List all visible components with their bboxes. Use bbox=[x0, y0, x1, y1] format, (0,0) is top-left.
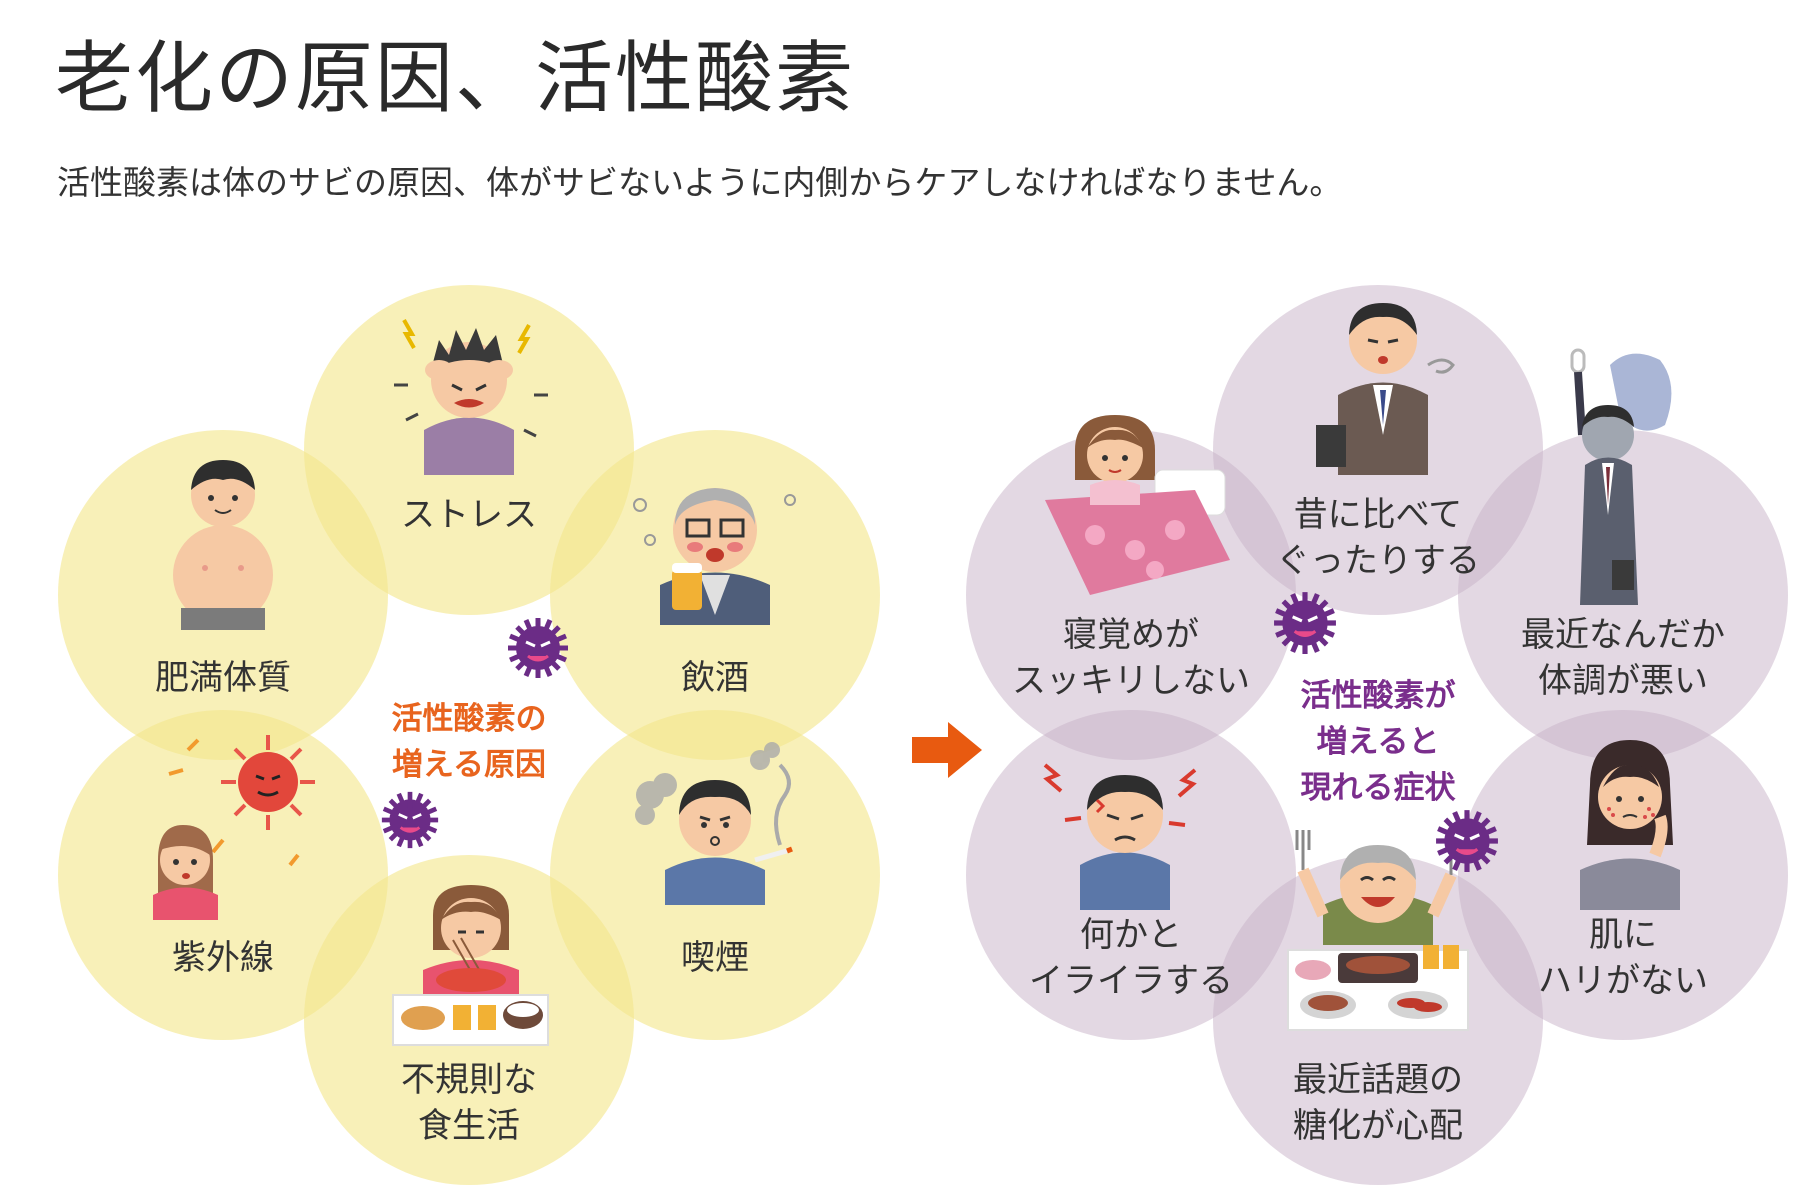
arrow-right-icon bbox=[912, 722, 982, 778]
irritated-man-icon bbox=[1043, 763, 1197, 910]
symptom-label-skin: 肌に ハリがない bbox=[1538, 915, 1708, 1001]
page-subtitle: 活性酸素は体のサビの原因、体がサビないように内側からケアしなければなりません。 bbox=[57, 163, 1343, 202]
causes-center-label: 活性酸素の 増える原因 bbox=[391, 701, 547, 783]
overweight-person-icon bbox=[173, 460, 273, 630]
tired-businessman-icon bbox=[1316, 303, 1455, 475]
virus-icon bbox=[381, 791, 439, 849]
drinking-man-icon bbox=[633, 488, 796, 625]
cause-label-diet: 不規則な 食生活 bbox=[401, 1060, 537, 1146]
symptoms-center-label: 活性酸素が 増えると 現れる症状 bbox=[1300, 678, 1456, 806]
cause-label-stress: ストレス bbox=[401, 495, 537, 535]
virus-icon bbox=[508, 618, 568, 678]
sun-uv-icon bbox=[153, 735, 315, 920]
cause-label-obesity: 肥満体質 bbox=[155, 658, 291, 698]
worried-woman-skin-icon bbox=[1580, 740, 1680, 910]
symptom-label-irritable: 何かと イライラする bbox=[1029, 915, 1233, 1001]
commuter-on-train-icon bbox=[1570, 348, 1672, 605]
woman-in-bed-icon bbox=[1045, 415, 1230, 595]
feasting-man-icon bbox=[1287, 828, 1469, 1031]
virus-icon bbox=[1436, 810, 1498, 872]
page-title: 老化の原因、活性酸素 bbox=[55, 34, 856, 124]
cause-label-smoking: 喫煙 bbox=[681, 938, 749, 978]
stressed-person-icon bbox=[394, 319, 548, 475]
symptom-label-condition: 最近なんだか 体調が悪い bbox=[1521, 615, 1725, 701]
symptom-label-glycation: 最近話題の 糖化が心配 bbox=[1293, 1060, 1463, 1146]
eating-woman-icon bbox=[392, 885, 549, 1046]
smoking-man-icon bbox=[635, 742, 793, 905]
virus-icon bbox=[1274, 592, 1336, 654]
symptom-label-sleep: 寝覚めが スッキリしない bbox=[1012, 615, 1250, 701]
cause-label-drinking: 飲酒 bbox=[681, 658, 749, 698]
cause-label-uv: 紫外線 bbox=[172, 938, 274, 978]
symptom-label-tired: 昔に比べて ぐったりする bbox=[1276, 495, 1480, 581]
